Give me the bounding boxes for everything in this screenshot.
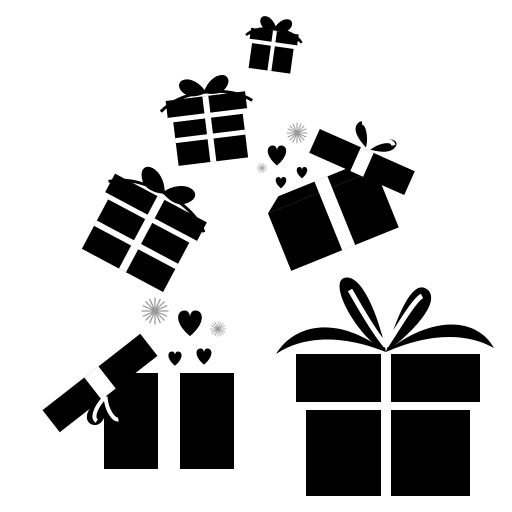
gift-large-bottom-right: [276, 277, 494, 496]
sparkle-icon: [256, 162, 268, 174]
gift-open-right: [256, 120, 415, 271]
bow-icon: [141, 166, 196, 205]
bow-icon: [339, 277, 432, 352]
gift-tilted-left: [81, 166, 207, 292]
gift-lid: [309, 120, 415, 196]
sparkle-icon: [210, 321, 226, 337]
bow-icon: [245, 16, 303, 44]
gift-lid: [42, 333, 158, 433]
gift-small-top: [245, 16, 303, 74]
sparkle-icon: [141, 297, 169, 325]
gift-open-bottom-left: [42, 297, 234, 469]
gift-medium-top: [159, 75, 254, 166]
sparkle-icon: [286, 122, 308, 144]
